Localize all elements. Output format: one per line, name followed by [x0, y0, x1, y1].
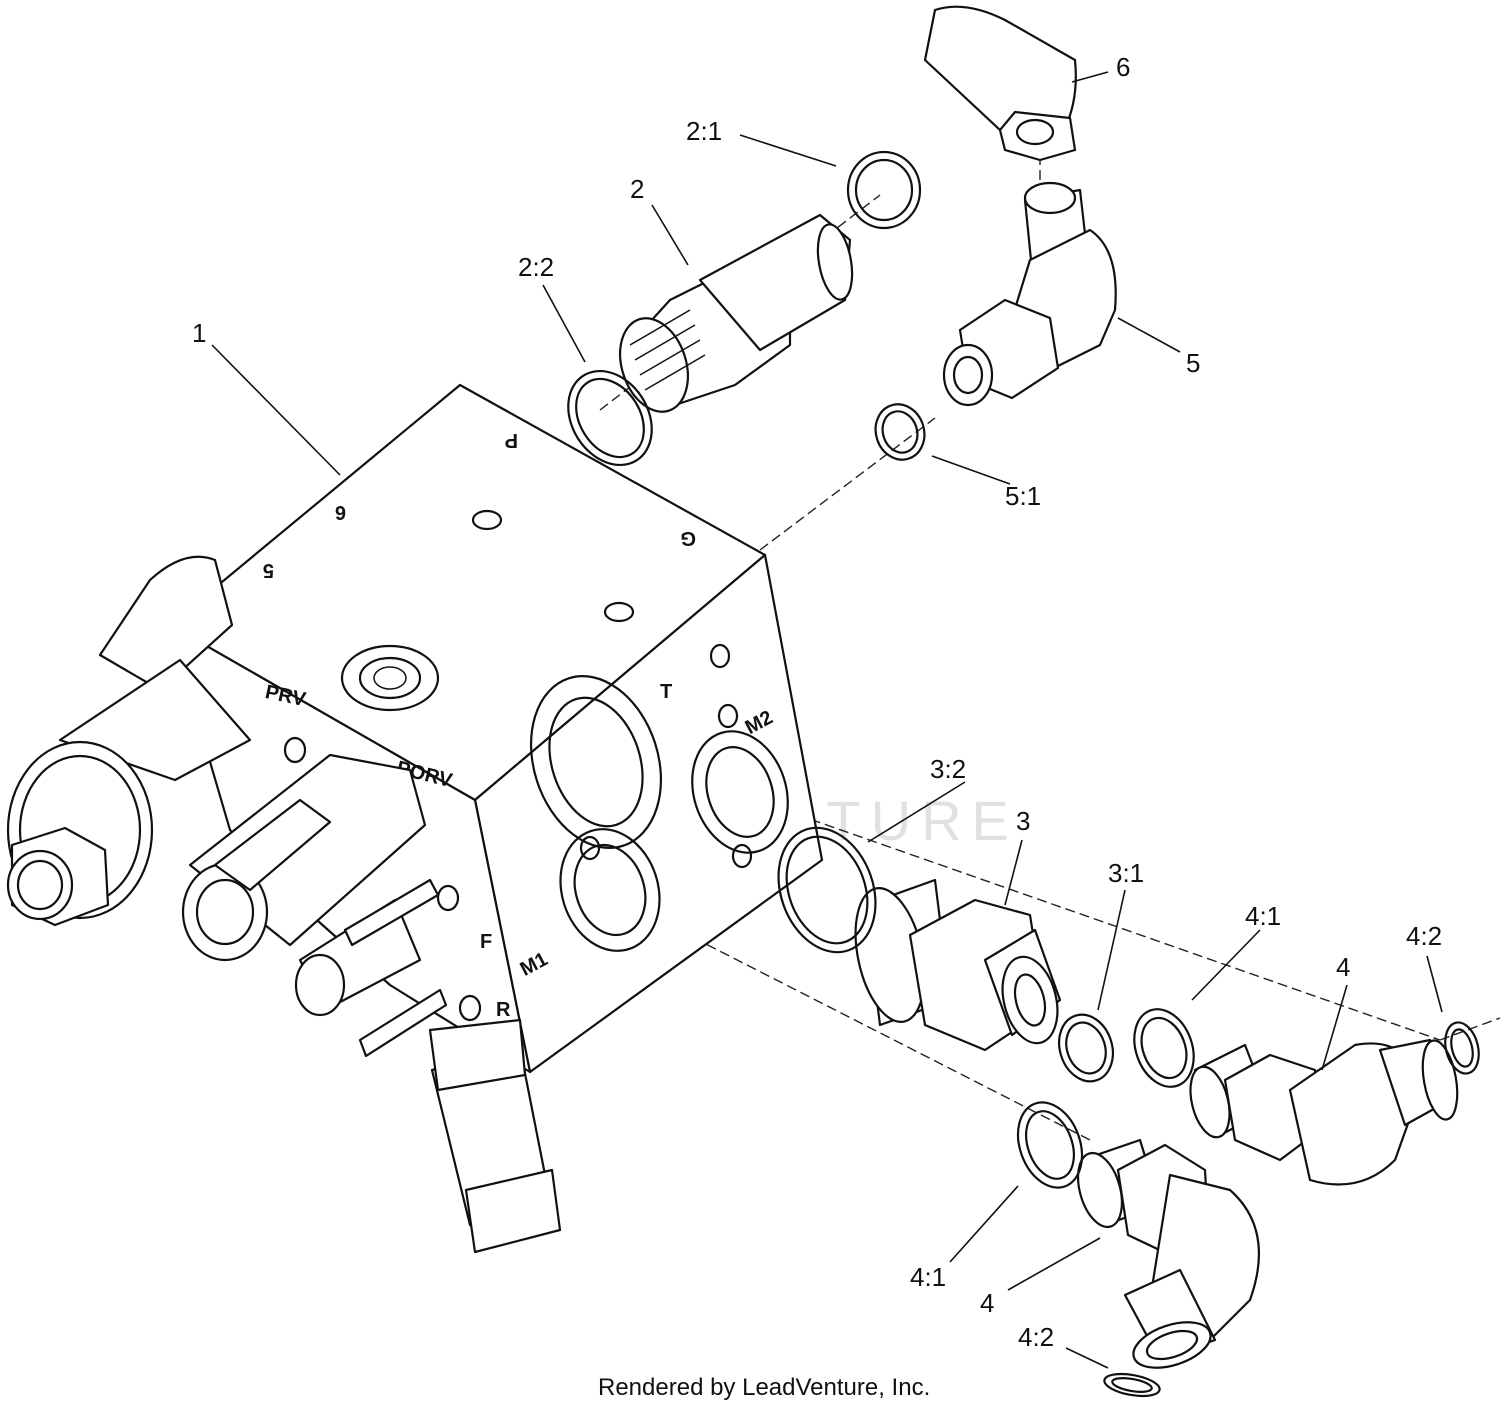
- part-2-1-o-ring: [846, 150, 922, 230]
- callout-4-2-upper: 4:2: [1406, 921, 1442, 951]
- port-label-p: P: [505, 429, 518, 451]
- part-4-elbow-upper: [1189, 1038, 1459, 1186]
- part-3-adapter: [854, 878, 1062, 1052]
- callout-3: 3: [1016, 806, 1030, 836]
- callout-4-1-upper: 4:1: [1245, 901, 1281, 931]
- port-label-6: 6: [335, 501, 346, 523]
- callout-4-lower: 4: [980, 1288, 994, 1318]
- callout-3-1: 3:1: [1108, 858, 1144, 888]
- part-4-1-o-ring-upper: [1133, 1008, 1195, 1088]
- callout-2: 2: [630, 174, 644, 204]
- part-4-2-o-ring-upper: [1444, 1021, 1480, 1075]
- callout-1: 1: [192, 318, 206, 348]
- port-label-t: T: [660, 681, 672, 703]
- callout-6: 6: [1116, 52, 1130, 82]
- callout-5: 5: [1186, 348, 1200, 378]
- callout-2-1: 2:1: [686, 116, 722, 146]
- valve-cartridges: [6, 555, 562, 1254]
- part-4-elbow-lower: [1077, 1138, 1260, 1369]
- port-label-g: G: [680, 527, 696, 549]
- part-3-2-o-ring: [777, 826, 877, 954]
- callout-4-upper: 4: [1336, 952, 1350, 982]
- callout-4-2-lower: 4:2: [1018, 1322, 1054, 1352]
- callout-4-1-lower: 4:1: [910, 1262, 946, 1292]
- port-label-5: 5: [263, 559, 274, 581]
- part-2-relief-valve: [618, 213, 854, 413]
- part-4-2-o-ring-lower: [1103, 1372, 1161, 1398]
- part-6-dust-cap: [923, 5, 1077, 162]
- callout-3-2: 3:2: [930, 754, 966, 784]
- port-label-f: F: [480, 931, 492, 953]
- part-5-elbow-fitting: [942, 181, 1117, 407]
- callout-5-1: 5:1: [1005, 481, 1041, 511]
- leader-lines: [211, 71, 1443, 1369]
- footer-credit: Rendered by LeadVenture, Inc.: [598, 1374, 930, 1401]
- part-3-1-o-ring: [1058, 1013, 1114, 1083]
- callout-2-2: 2:2: [518, 252, 554, 282]
- callout-labels: 1 2 2:1 2:2 6 5 5:1 3:2 3 3:1 4:1 4 4:2 …: [192, 52, 1442, 1352]
- part-4-1-o-ring-lower: [1016, 1101, 1084, 1189]
- part-2-2-o-ring: [567, 369, 653, 467]
- port-label-r: R: [496, 999, 511, 1021]
- manifold-block: [168, 383, 824, 1074]
- part-5-1-o-ring: [874, 403, 926, 461]
